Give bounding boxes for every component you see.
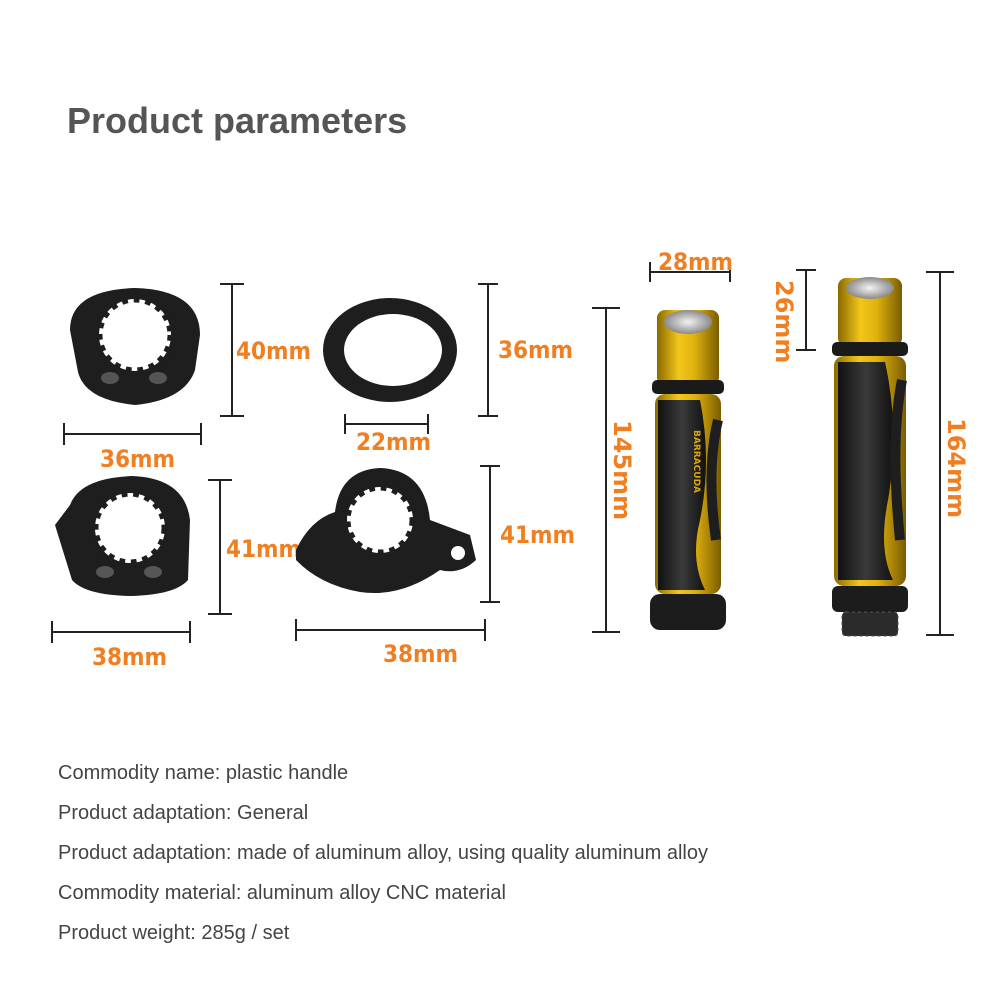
dim-grip1-length: 145mm [592,307,636,633]
dim-label-washer-inner: 22mm [356,428,431,456]
dim-label-ring3-height: 41mm [500,521,575,549]
dim-label-ring1-width: 36mm [100,445,175,473]
spec-commodity-name: Commodity name: plastic handle [58,762,349,784]
dim-grip2-length: 164mm [926,271,970,636]
dim-ring2-height: 41mm [208,479,301,615]
page-title: Product parameters [67,100,408,141]
dim-ring3-width: 38mm [295,619,486,668]
dim-label-washer-height: 36mm [498,336,573,364]
dim-label-ring2-width: 38mm [92,643,167,671]
handle-grip-1: BARRACUDA [650,310,726,630]
dim-grip1-width: 28mm [649,248,733,282]
dim-label-grip2-cap: 26mm [770,280,798,363]
dim-ring3-height: 41mm [480,465,575,603]
grip-brand-text: BARRACUDA [691,430,701,493]
dim-washer-height: 36mm [478,283,573,417]
dim-ring1-width: 36mm [63,423,202,473]
spec-adaptation-general: Product adaptation: General [58,802,309,824]
spec-adaptation-material: Product adaptation: made of aluminum all… [58,842,708,864]
handle-grip-2 [832,277,908,637]
spec-commodity-material: Commodity material: aluminum alloy CNC m… [58,882,506,904]
dim-ring2-width: 38mm [51,621,191,671]
dim-label-ring3-width: 38mm [383,640,458,668]
mount-ring-1 [70,288,200,405]
dim-label-grip2-length: 164mm [942,418,970,518]
dim-washer-inner: 22mm [344,414,431,456]
spec-product-weight: Product weight: 285g / set [58,922,290,944]
dim-label-grip1-width: 28mm [658,248,733,276]
dim-grip2-cap: 26mm [770,269,816,363]
dim-ring1-height: 40mm [220,283,311,417]
dim-label-ring2-height: 41mm [226,535,301,563]
flat-washer [323,298,457,402]
product-dimension-diagram: 40mm 36mm 36mm 22mm 41mm [51,248,970,671]
dim-label-grip1-length: 145mm [608,420,636,520]
mount-ring-2 [55,476,190,596]
dim-label-ring1-height: 40mm [236,337,311,365]
mount-ring-3 [296,468,476,594]
